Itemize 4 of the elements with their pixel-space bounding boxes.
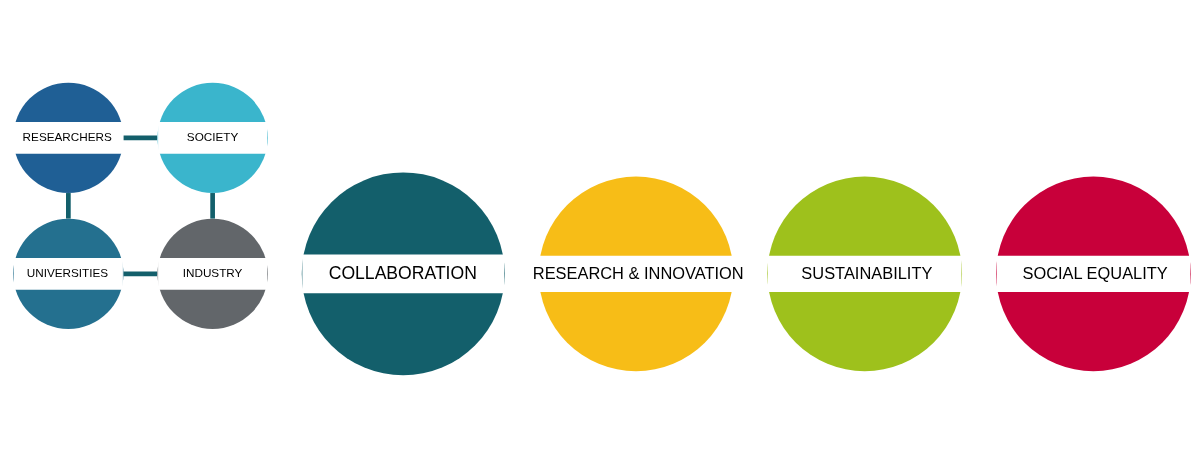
connector [123,271,158,277]
connector [210,193,215,219]
connector [123,135,158,141]
connector [66,193,71,219]
